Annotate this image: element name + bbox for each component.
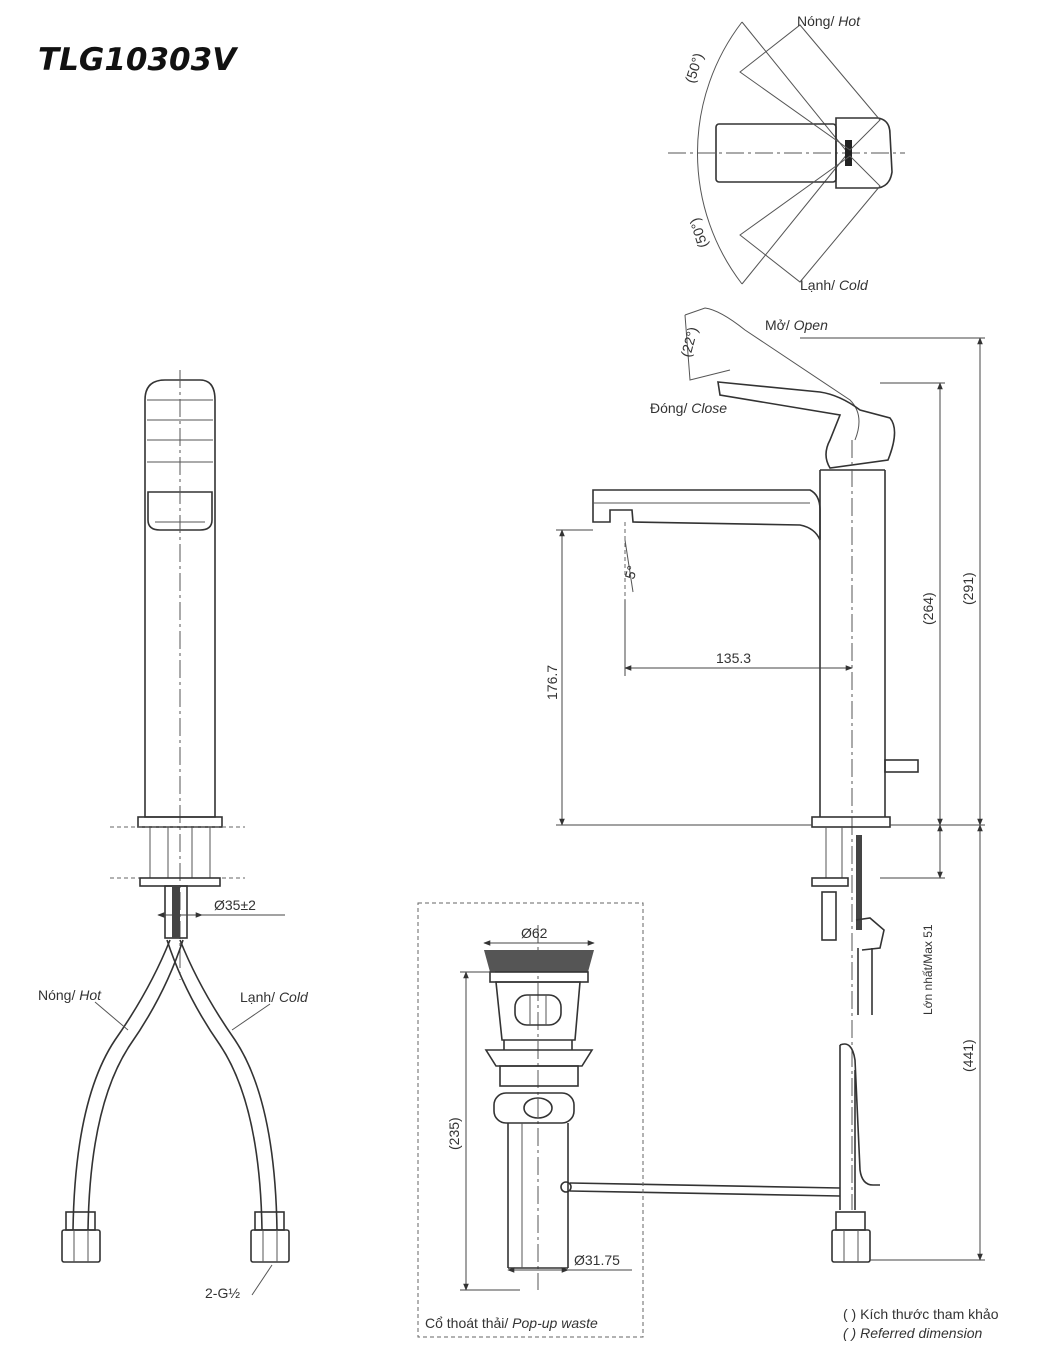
popup-height-dimension: (235): [446, 1117, 462, 1150]
model-title: TLG10303V: [38, 42, 239, 78]
top-cold-label: Lạnh/ Cold: [800, 277, 869, 293]
height-291-dimension: (291): [960, 572, 976, 605]
lever-close-label: Đóng/ Close: [650, 400, 727, 416]
tail-diameter-label: Ø31.75: [574, 1252, 620, 1268]
legend: ( ) Kích thước tham khảo ( ) Referred di…: [843, 1306, 999, 1341]
lever-angle-label: (22°): [677, 325, 700, 359]
front-hot-label: Nóng/ Hot: [38, 987, 102, 1003]
top-hot-label: Nóng/ Hot: [797, 13, 861, 29]
popup-caption: Cổ thoát thải/ Pop-up waste: [425, 1315, 598, 1331]
deck-max-dimension: Lớn nhất/Max 51: [921, 924, 935, 1015]
reach-dimension: 135.3: [716, 650, 751, 666]
flange-diameter-label: Ø62: [521, 925, 548, 941]
front-view: Ø35±2 Nóng/ Hot Lạnh/ Cold 2-G½: [38, 370, 309, 1301]
thread-label: 2-G½: [205, 1285, 240, 1301]
spout-angle-label: 5°: [621, 564, 640, 581]
side-view: (22°) Mở/ Open Đóng/ Close 5°: [544, 307, 985, 1263]
front-cold-label: Lạnh/ Cold: [240, 989, 309, 1005]
spout-height-dimension: 176.7: [544, 665, 560, 700]
top-view: (50°) (50°) Nóng/ Hot Lạnh/ Cold: [668, 13, 905, 293]
height-264-dimension: (264): [920, 592, 936, 625]
cold-angle-label: (50°): [686, 216, 711, 250]
legend-line-1: ( ) Kích thước tham khảo: [843, 1306, 999, 1322]
hot-angle-label: (50°): [682, 51, 707, 85]
height-441-dimension: (441): [960, 1039, 976, 1072]
lever-open-label: Mở/ Open: [765, 317, 828, 333]
popup-waste-detail: Ø62 Ø31.75 (235) Cổ thoát thải/ Pop-up w…: [417, 902, 644, 1338]
hole-diameter-label: Ø35±2: [214, 897, 256, 913]
legend-line-2: ( ) Referred dimension: [843, 1325, 982, 1341]
